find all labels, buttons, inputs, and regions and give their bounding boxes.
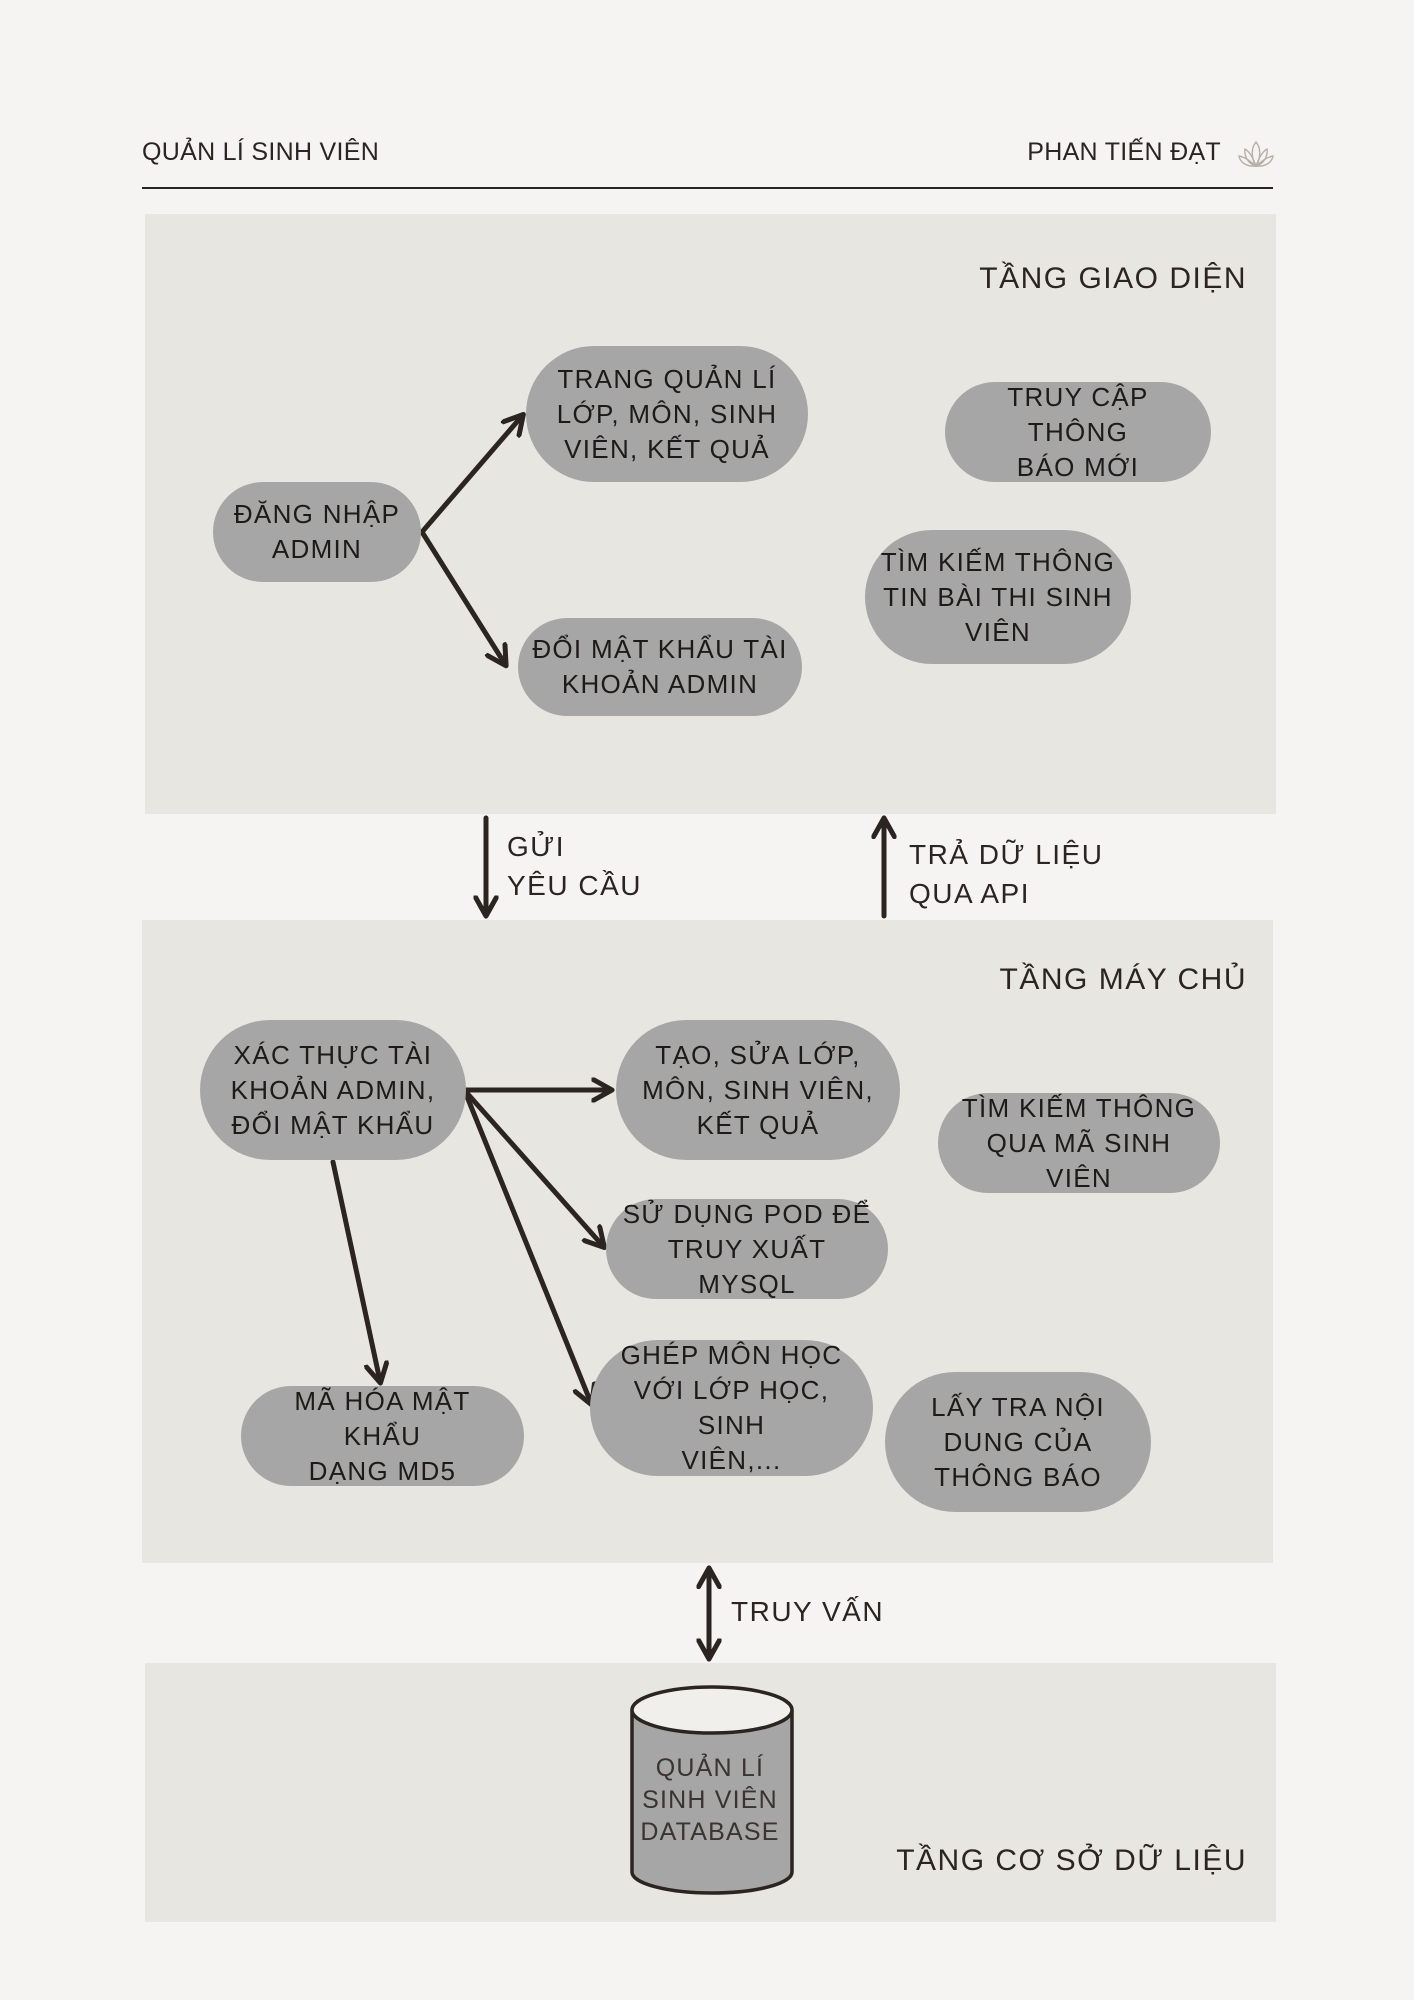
author-name: PHAN TIẾN ĐẠT: [1027, 138, 1221, 166]
server-layer-title: TẦNG MÁY CHỦ: [999, 963, 1247, 996]
lotus-icon: [1238, 140, 1274, 168]
node-search-by-student-id: TÌM KIẾM THÔNG QUA MÃ SINH VIÊN: [938, 1093, 1220, 1193]
interface-layer-title: TẦNG GIAO DIỆN: [979, 262, 1247, 295]
node-md5-hashing: MÃ HÓA MẬT KHẨU DẠNG MD5: [241, 1386, 524, 1486]
database-layer-title: TẦNG CƠ SỞ DỮ LIỆU: [896, 1844, 1247, 1877]
node-management-page: TRANG QUẢN LÍ LỚP, MÔN, SINH VIÊN, KẾT Q…: [526, 346, 808, 482]
node-search-exam-info: TÌM KIẾM THÔNG TIN BÀI THI SINH VIÊN: [865, 530, 1131, 664]
node-change-admin-password: ĐỔI MẬT KHẨU TÀI KHOẢN ADMIN: [518, 618, 802, 716]
label-query: TRUY VẤN: [731, 1596, 885, 1627]
label-send-request: GỬI YÊU CẦU: [507, 831, 642, 901]
node-join-subjects-classes: GHÉP MÔN HỌC VỚI LỚP HỌC, SINH VIÊN,...: [590, 1340, 873, 1476]
node-access-notifications: TRUY CẬP THÔNG BÁO MỚI: [945, 382, 1211, 482]
database-label: QUẢN LÍ SINH VIÊN DATABASE: [640, 1754, 780, 1846]
header-divider: [142, 187, 1273, 189]
node-fetch-notice-content: LẤY TRA NỘI DUNG CỦA THÔNG BÁO: [885, 1372, 1151, 1512]
label-return-data-api: TRẢ DỮ LIỆU QUA API: [909, 839, 1104, 909]
node-authenticate-admin: XÁC THỰC TÀI KHOẢN ADMIN, ĐỔI MẬT KHẨU: [200, 1020, 466, 1160]
document-title: QUẢN LÍ SINH VIÊN: [142, 138, 380, 166]
node-use-pdo-mysql: SỬ DỤNG POD ĐỂ TRUY XUẤT MYSQL: [606, 1199, 888, 1299]
node-create-edit-records: TẠO, SỬA LỚP, MÔN, SINH VIÊN, KẾT QUẢ: [616, 1020, 900, 1160]
node-admin-login: ĐĂNG NHẬP ADMIN: [213, 482, 421, 582]
